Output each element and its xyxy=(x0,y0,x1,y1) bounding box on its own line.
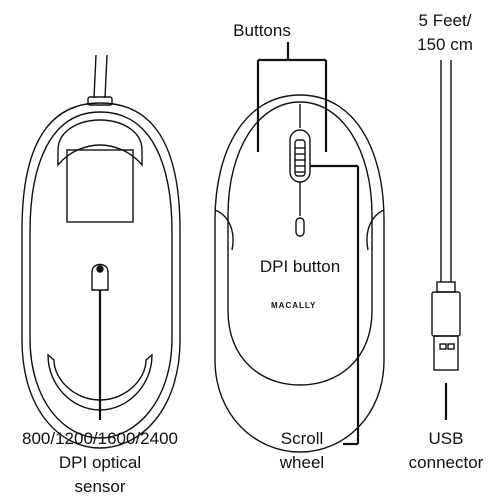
sensor-label-line2: DPI optical xyxy=(58,453,142,472)
sensor-label-line3: sensor xyxy=(74,477,126,496)
sensor-label-line1: 800/1200/1600/2400 xyxy=(22,429,178,448)
callout-lines xyxy=(98,42,448,446)
scroll-wheel-label-line2: wheel xyxy=(279,453,325,472)
scroll-wheel-label-line1: Scroll xyxy=(280,429,324,448)
brand-logo: MACALLY xyxy=(271,301,317,310)
cable-length-label-line1: 5 Feet/ xyxy=(418,11,472,30)
usb-connector-label-line2: connector xyxy=(408,453,484,472)
buttons-label: Buttons xyxy=(233,21,291,40)
optical-sensor xyxy=(91,263,109,291)
mouse-top-view xyxy=(214,94,385,453)
usb-connector-label-line1: USB xyxy=(428,429,464,448)
usb-connector xyxy=(433,335,459,371)
cable-length-label-line2: 150 cm xyxy=(417,35,473,54)
dpi-button xyxy=(295,217,305,237)
dpi-button-label: DPI button xyxy=(245,256,355,278)
scroll-wheel xyxy=(294,139,306,177)
usb-cable xyxy=(431,60,461,371)
mouse-bottom-view xyxy=(21,54,181,449)
